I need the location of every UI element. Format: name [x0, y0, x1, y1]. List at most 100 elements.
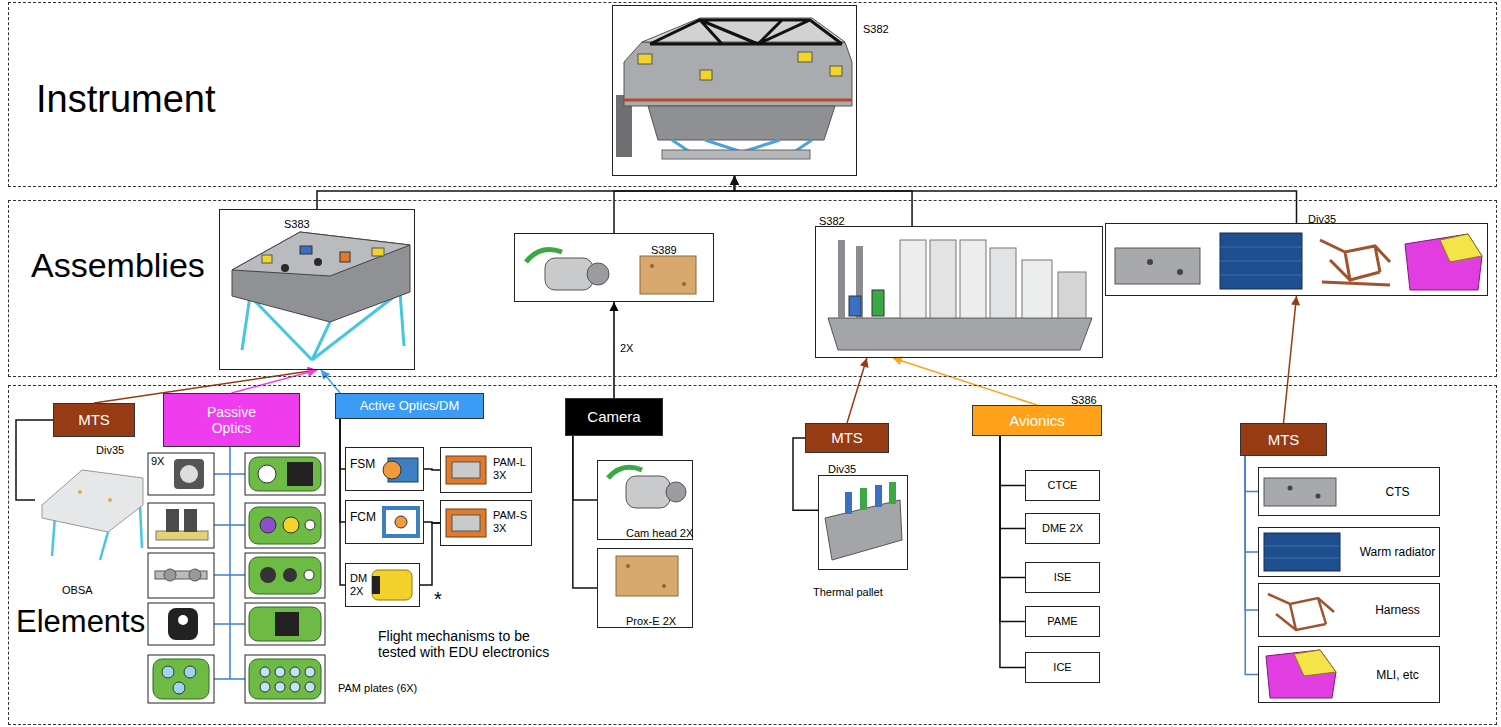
mts-assembly-illustration-part	[1115, 248, 1200, 284]
text-holder: Div35	[1308, 209, 1336, 227]
text-holder: PAM-L 3X	[493, 456, 531, 483]
level-title: Assemblies	[31, 246, 205, 285]
optical-bench-illustration-part	[232, 232, 410, 276]
text-holder: MTS	[54, 404, 134, 436]
mechanism-illustration-part	[446, 509, 486, 537]
passive-optics-illustration-part	[249, 557, 321, 594]
text-holder: Instrument	[36, 78, 216, 122]
text-holder: FCM	[350, 507, 376, 525]
text-holder: Avionics	[973, 406, 1101, 435]
connector-line	[1245, 456, 1258, 552]
text-holder: CTCE	[1026, 471, 1099, 500]
optical-bench-illustration-part	[372, 248, 384, 256]
passive-optics-illustration-part	[249, 607, 321, 641]
camera-element-illustration-part	[616, 556, 678, 596]
passive-optics-illustration-part	[174, 459, 204, 489]
group-box: MTSDiv35	[53, 403, 135, 437]
element-box: Warm radiator	[1258, 527, 1440, 577]
passive-optics-illustration-part	[305, 682, 315, 692]
node-caption: Harness	[1375, 604, 1420, 618]
connector-line	[893, 358, 1037, 405]
level-title: Elements	[16, 604, 145, 640]
node-caption: S382	[819, 215, 845, 228]
footnote-text: Flight mechanisms to be tested with EDU …	[378, 628, 558, 660]
group-box: AvionicsS386	[972, 405, 1102, 436]
connector-line	[1000, 436, 1025, 578]
passive-optics-illustration-part	[148, 655, 214, 703]
passive-optics-illustration-part	[249, 507, 321, 544]
text-holder: MTS	[1241, 424, 1326, 455]
electronics-pallet-illustration-part	[872, 290, 884, 316]
camera-illustration-part	[587, 263, 609, 285]
group-box: MTSDiv35	[805, 423, 889, 453]
connector-line	[1245, 456, 1258, 610]
text-holder: Harness	[1354, 584, 1441, 638]
camera-illustration-part	[640, 256, 696, 294]
instrument-illustration-part	[624, 42, 852, 106]
connector-line	[1000, 436, 1025, 486]
level-title: Instrument	[36, 78, 216, 122]
connector-line	[317, 176, 735, 209]
passive-optics-illustration-part	[275, 682, 285, 692]
box-label: Passive Optics	[196, 404, 268, 436]
arrow-connector	[614, 176, 739, 233]
passive-optics-illustration-part	[184, 666, 196, 678]
mechanism-illustration-part	[372, 576, 380, 594]
passive-optics-illustration-part	[164, 569, 176, 581]
box-label: DME 2X	[1042, 522, 1083, 535]
level-band: ElementsMTSDiv35OBSAPassive OpticsActive…	[8, 385, 1497, 725]
obsa-illustration-part	[108, 498, 112, 502]
instrument-illustration-part	[648, 106, 835, 140]
text-holder: DM 2X	[350, 572, 376, 599]
node-caption: FSM	[350, 458, 375, 472]
assembly-box: Div35	[1105, 223, 1488, 296]
assembly-box: S389	[514, 233, 714, 302]
element-box: Harness	[1258, 583, 1440, 637]
passive-optics-illustration-part	[168, 608, 198, 640]
tree-connector	[1245, 456, 1258, 610]
box-label: MTS	[78, 411, 110, 428]
arrow-connector	[232, 368, 318, 393]
element-box: DME 2X	[1025, 513, 1100, 544]
camera-illustration-part	[545, 258, 593, 290]
optical-bench-illustration-part	[314, 258, 322, 266]
passive-optics-illustration-part	[245, 553, 325, 598]
mechanism-illustration-part	[452, 515, 480, 531]
text-holder: Div35	[96, 440, 124, 458]
passive-optics-illustration-part	[249, 457, 321, 491]
mts-element-illustration-part	[1266, 650, 1336, 698]
passive-optics-illustration-part	[260, 682, 270, 692]
node-caption: Div35	[1308, 213, 1336, 226]
arrow-connector	[317, 176, 739, 209]
mts-element-illustration-part	[1288, 486, 1293, 491]
element-box: MLI, etc	[1258, 646, 1440, 703]
passive-optics-illustration-part	[245, 453, 325, 495]
node-caption: Warm radiator	[1360, 546, 1436, 560]
connector-line	[1245, 456, 1258, 675]
camera-element-illustration-part	[626, 564, 630, 568]
passive-optics-illustration-part	[156, 531, 208, 540]
text-holder: S382	[819, 211, 845, 229]
tree-connector	[1000, 436, 1025, 622]
passive-optics-illustration-part	[173, 682, 185, 694]
camera-illustration-part	[682, 282, 686, 286]
mts-assembly-illustration-part	[1147, 259, 1153, 265]
instrument-box: S382	[612, 5, 857, 176]
passive-optics-illustration-part	[148, 553, 214, 598]
footnote-mark: *	[434, 588, 442, 611]
group-box: Passive Optics	[163, 393, 300, 447]
mechanism-illustration	[372, 456, 486, 600]
text-holder: ISE	[1026, 563, 1099, 592]
node-caption: S386	[1071, 394, 1097, 407]
node-caption: FCM	[350, 511, 376, 525]
passive-optics-illustration-part	[305, 667, 315, 677]
instrument-illustration-part	[700, 70, 712, 80]
passive-optics-illustration-part	[304, 570, 314, 580]
mts-element-illustration-part	[1264, 478, 1336, 506]
passive-optics-illustration-part	[153, 659, 209, 699]
passive-optics-illustration-part	[189, 569, 201, 581]
text-holder: MLI, etc	[1354, 647, 1441, 704]
level-band: AssembliesS383S389S382Div35	[8, 200, 1497, 377]
text-holder: Camera	[566, 399, 662, 435]
